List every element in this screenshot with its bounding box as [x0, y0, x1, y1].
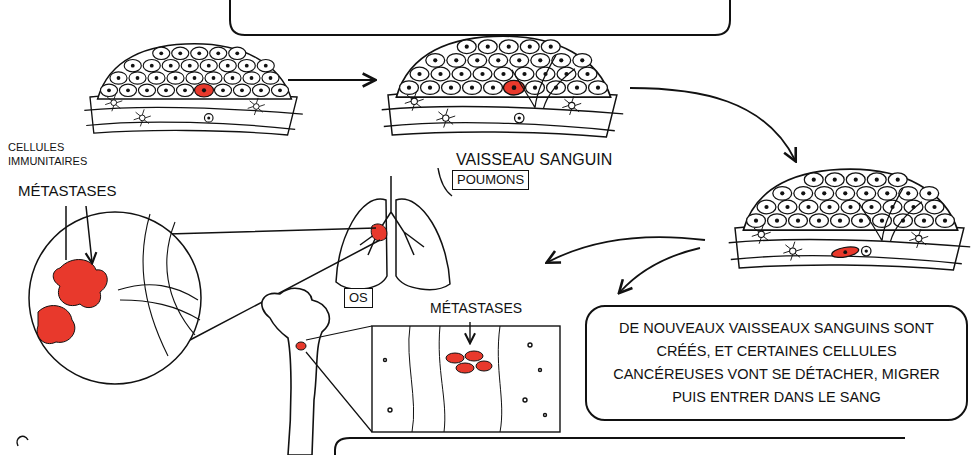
cut-off-box-part: [17, 436, 28, 446]
bone-zoom-part: [409, 326, 502, 432]
bone-part: [306, 326, 372, 432]
cut-off-box-part: [335, 438, 905, 455]
bone: [262, 288, 372, 455]
organ-tag: POUMONS: [452, 170, 529, 190]
tissue-stage-2-part: [512, 85, 517, 90]
tissue-stage-3-part: [831, 245, 860, 259]
tissue-stage-2-part: [382, 36, 624, 137]
lungs-part: [396, 199, 450, 289]
tissue-stage-3-part: [859, 188, 922, 242]
bone-zoom-part: [544, 414, 547, 417]
tissue-stage-1-part: [84, 44, 303, 135]
bone-zoom-part: [528, 343, 532, 347]
tissue-stage-2: [382, 36, 624, 137]
tissue-stage-3-part: [843, 250, 847, 254]
lung-zoom-part: [53, 260, 107, 308]
tissue-stage-1: [84, 44, 303, 135]
bone-zoom-part: [456, 363, 474, 373]
lungs-part: [371, 224, 387, 241]
bone-zoom-part: [372, 326, 560, 432]
bone-part: [262, 288, 329, 455]
organ-tag: OS: [344, 288, 373, 308]
tissue-stage-2-part: [504, 80, 525, 95]
bone-zoom-part: [384, 359, 387, 362]
metastasis-label: MÉTASTASES: [18, 182, 117, 200]
lungs: [336, 176, 450, 290]
bone-zoom-part: [539, 369, 542, 372]
lungs-part: [360, 176, 424, 255]
metastasis-label: MÉTASTASES: [430, 300, 522, 317]
tissue-stage-1-part: [195, 84, 214, 97]
cell-label: CELLULES IMMUNITAIRES: [8, 140, 98, 168]
vessel-label: VAISSEAU SANGUIN: [456, 150, 612, 169]
lung-zoom: [29, 206, 380, 384]
flow-arrows-part: [288, 79, 374, 81]
flow-arrows-part: [620, 248, 700, 292]
flow-arrows-part: [548, 237, 705, 262]
node-text: OS: [349, 290, 368, 306]
node-text: POUMONS: [457, 172, 524, 188]
bone-zoom-part: [476, 361, 492, 371]
flow-arrows: [288, 80, 795, 292]
lung-zoom-part: [37, 306, 75, 344]
bone-zoom-part: [469, 322, 470, 342]
bone-part: [296, 342, 306, 350]
node-text: DE NOUVEAUX VAISSEAUX SANGUINS SONT CRÉÉ…: [601, 317, 952, 409]
tissue-stage-1-part: [202, 88, 206, 92]
lung-zoom-part: [118, 214, 200, 356]
bone-zoom-part: [523, 398, 527, 402]
bone-zoom-part: [465, 351, 483, 361]
cut-off-box-part: [230, 0, 730, 35]
flow-arrows-part: [438, 168, 452, 196]
bone-zoom-part: [446, 353, 464, 363]
lung-zoom-part: [29, 212, 201, 384]
bone-zoom-part: [388, 408, 392, 412]
speech-bubble: DE NOUVEAUX VAISSEAUX SANGUINS SONT CRÉÉ…: [585, 305, 968, 421]
lung-zoom-part: [66, 206, 92, 262]
tissue-stage-3-part: [729, 169, 971, 270]
bone-zoom: [372, 322, 560, 432]
tissue-stage-3: [729, 169, 971, 270]
flow-arrows-part: [630, 88, 795, 160]
tissue-stage-2-part: [512, 55, 575, 109]
